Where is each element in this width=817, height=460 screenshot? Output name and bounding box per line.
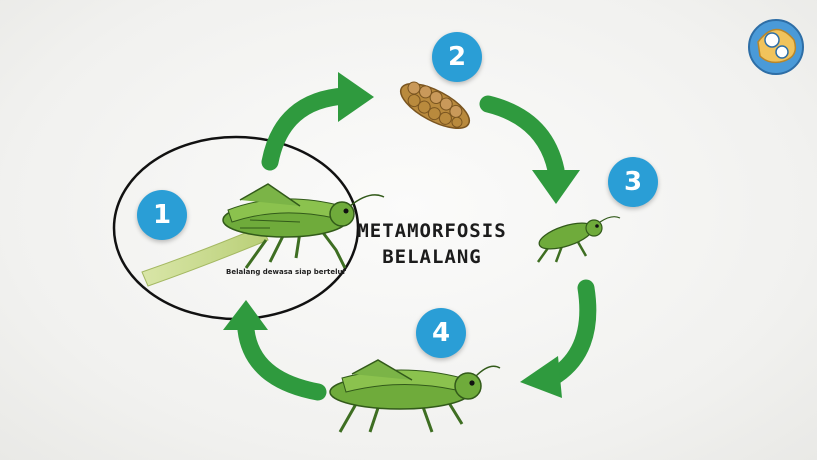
arrow-3-to-4: [520, 288, 588, 398]
stage-badge-3: 3: [608, 157, 658, 207]
stage-badge-1: 1: [137, 190, 187, 240]
stage-1-caption: Belalang dewasa siap bertelur: [226, 268, 346, 276]
title-line-2: BELALANG: [352, 244, 512, 270]
stage-badge-2: 2: [432, 32, 482, 82]
diagram-title: METAMORFOSIS BELALANG: [352, 218, 512, 270]
young-grasshopper: [330, 360, 500, 432]
logo-icon: [749, 20, 803, 74]
title-line-1: METAMORFOSIS: [352, 218, 512, 244]
arrow-4-to-1: [223, 300, 318, 392]
arrow-1-to-2: [270, 72, 374, 162]
eggs-cluster: [394, 75, 475, 137]
stage-badge-4: 4: [416, 308, 466, 358]
nymph: [536, 217, 620, 262]
arrow-2-to-3: [488, 104, 580, 204]
